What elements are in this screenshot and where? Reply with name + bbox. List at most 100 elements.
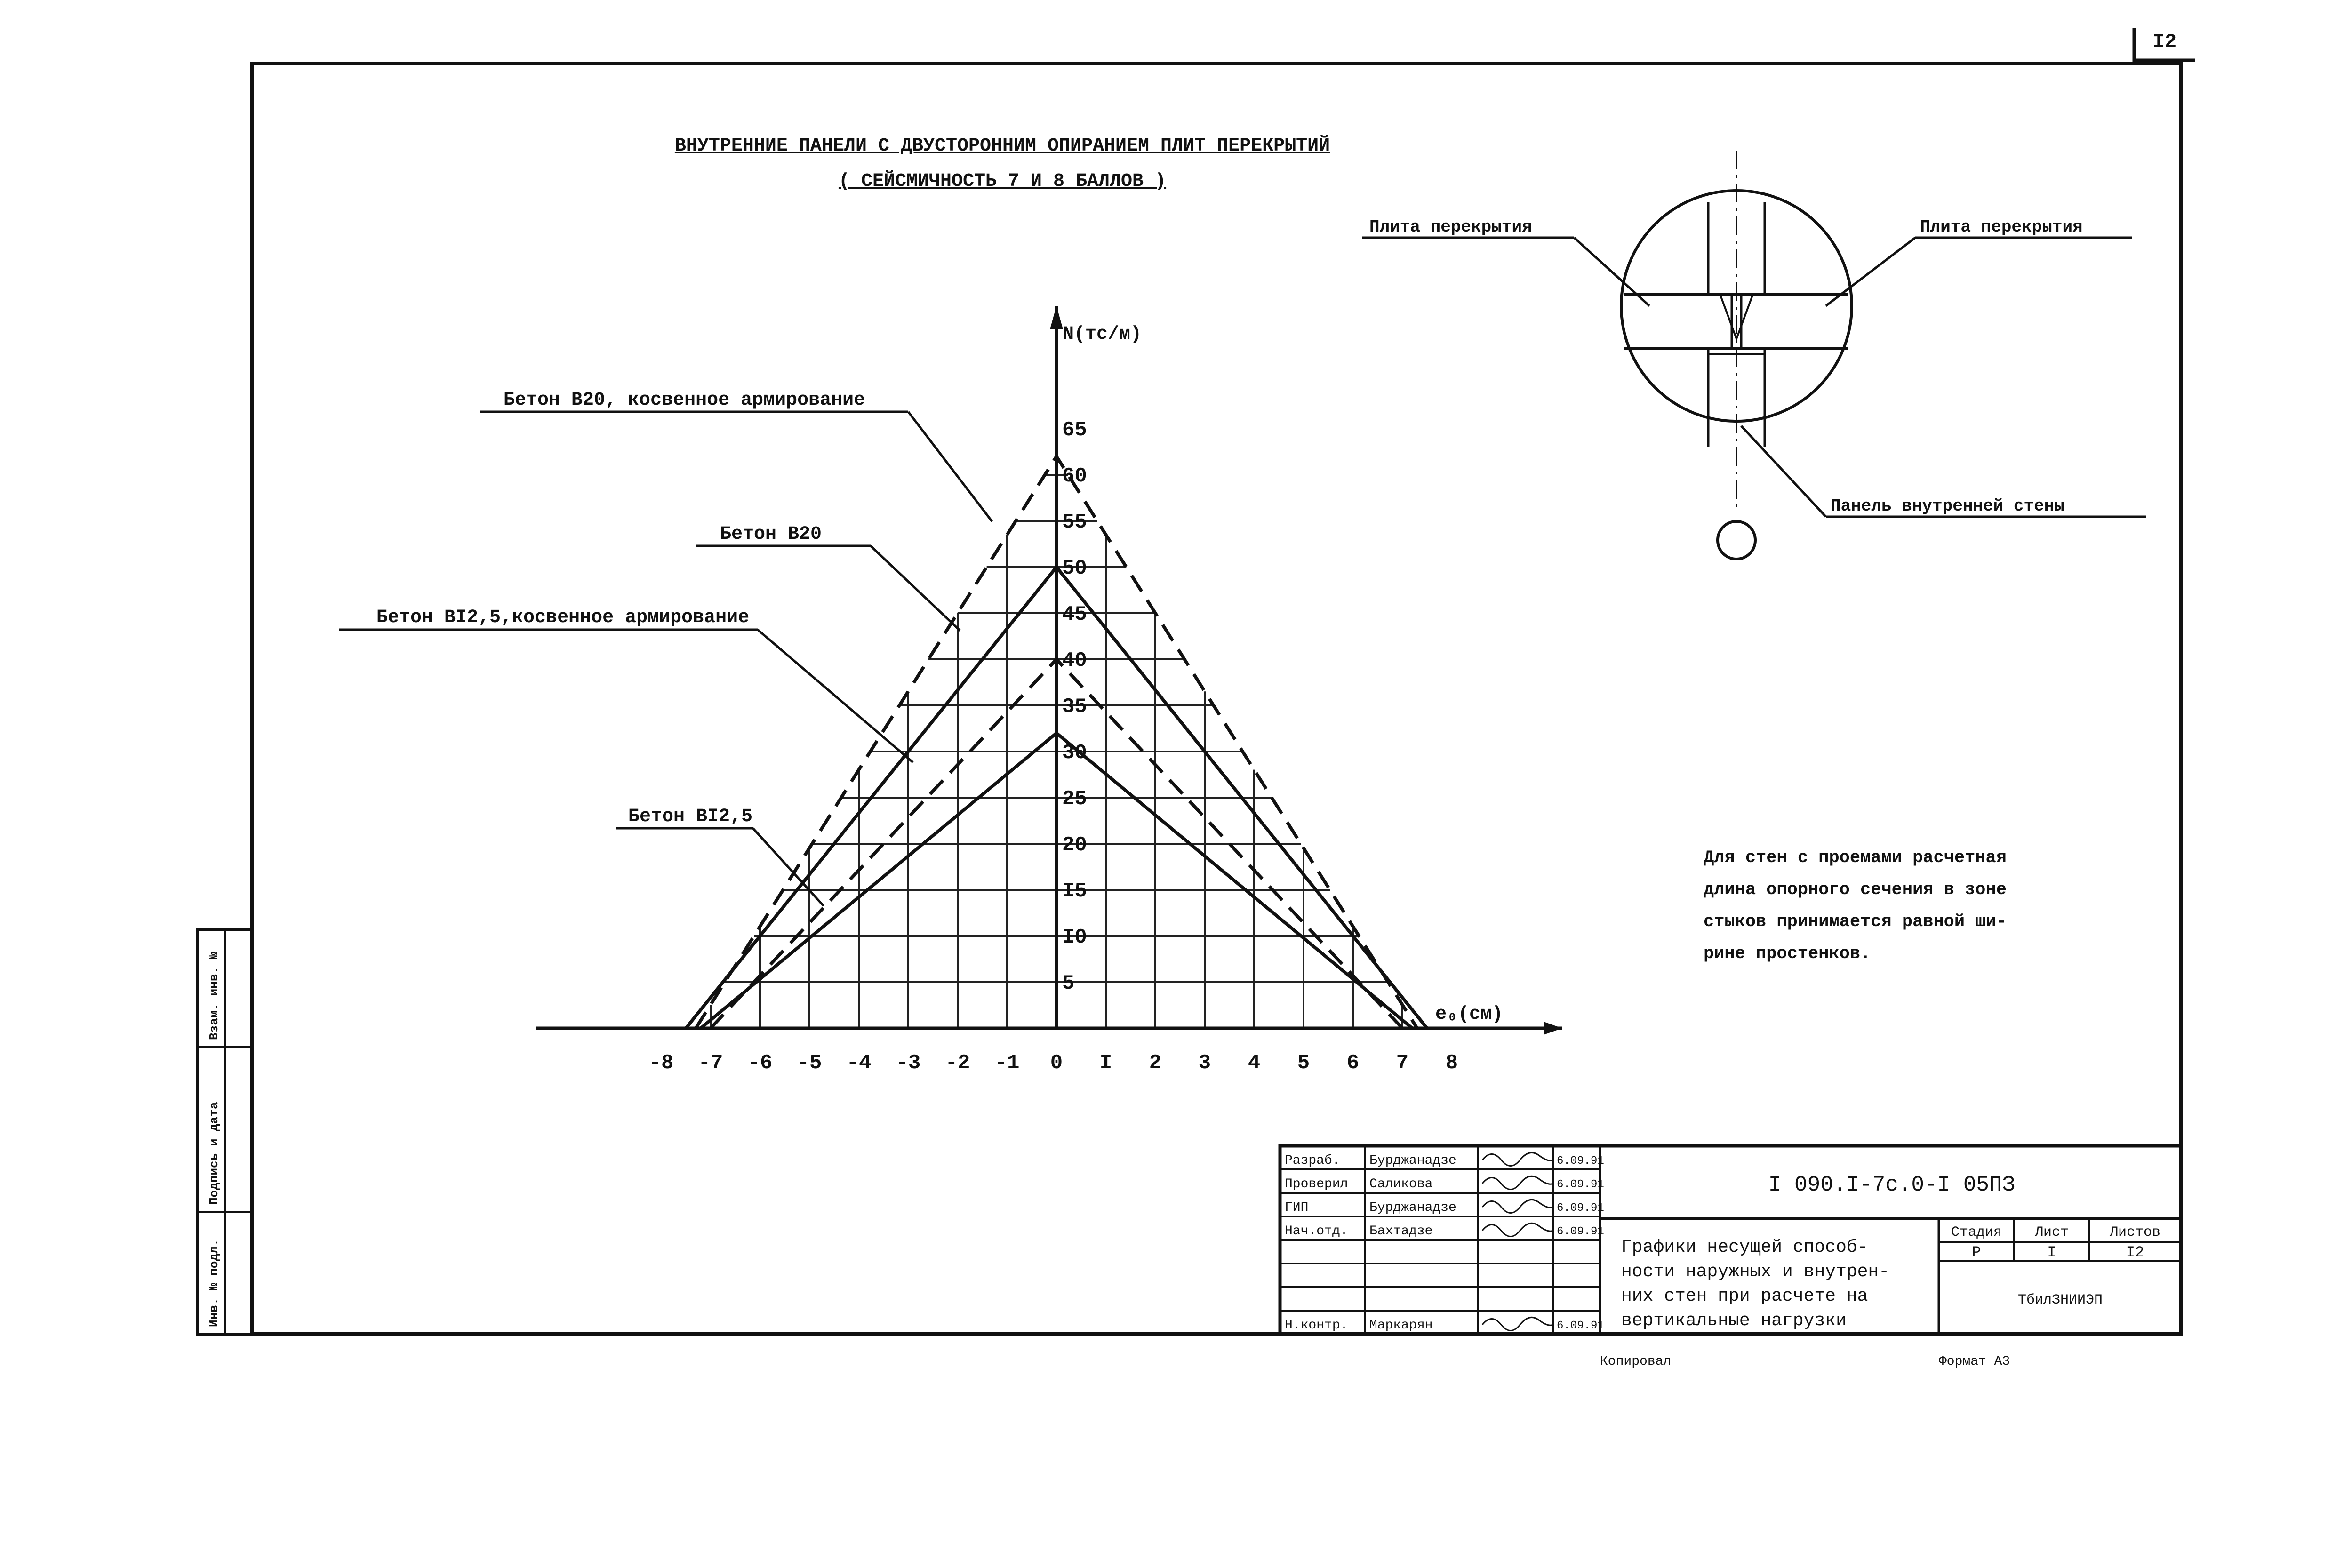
stamp-date: 6.09.91	[1557, 1320, 1604, 1332]
sidebar-strip: Инв. № подл. Подпись и дата Взам. инв. №	[196, 928, 253, 1336]
axis-marker	[1716, 520, 1757, 560]
x-tick-label: 4	[1248, 1051, 1260, 1075]
sheet-value: I	[2047, 1244, 2056, 1261]
x-axis-arrow	[1544, 1022, 1562, 1035]
note-line-2: длина опорного сечения в зоне	[1704, 880, 2007, 900]
page-number: I2	[2153, 31, 2176, 53]
note-line-4: рине простенков.	[1704, 944, 1871, 964]
joint-grout	[1719, 293, 1754, 342]
series-line-1	[684, 564, 1429, 1030]
y-axis-arrow	[1050, 306, 1063, 329]
joint-detail: Плита перекрытия Плита перекрытия Панель…	[1362, 151, 2146, 560]
legend-leader-b125-indirect	[757, 629, 914, 763]
y-tick-label: 25	[1062, 787, 1087, 811]
stamp-name: Маркарян	[1369, 1318, 1432, 1333]
x-tick-label: 0	[1050, 1051, 1063, 1075]
y-tick-label: I0	[1062, 926, 1087, 949]
stamp-role: Разраб.	[1285, 1153, 1340, 1168]
stamp-name: Саликова	[1369, 1177, 1432, 1192]
sheet-subtitle: ( СЕЙСМИЧНОСТЬ 7 И 8 БАЛЛОВ )	[839, 170, 1166, 192]
legend-label-b125-indirect: Бетон ВI2,5,косвенное армирование	[376, 607, 749, 628]
stamp-date: 6.09.91	[1557, 1225, 1604, 1238]
legend-label-b20: Бетон В20	[720, 524, 822, 545]
format-label: Формат А3	[1939, 1354, 2010, 1369]
label-wall-panel-leader	[1740, 425, 1827, 518]
x-tick-label: -3	[896, 1051, 921, 1075]
stamp-signature	[1481, 1316, 1553, 1331]
copied-label: Копировал	[1600, 1354, 1671, 1369]
stamp-signature	[1481, 1175, 1553, 1190]
y-tick-label: 50	[1062, 557, 1087, 580]
label-wall-panel: Панель внутренней стены	[1831, 496, 2064, 516]
x-tick-label: -5	[797, 1051, 822, 1075]
label-slab-left-leader	[1573, 237, 1650, 307]
chart-series	[684, 453, 1429, 1030]
x-tick-label: -6	[748, 1051, 773, 1075]
y-tick-label: I5	[1062, 880, 1087, 903]
stamp-date: 6.09.91	[1557, 1202, 1604, 1215]
x-tick-label: -1	[995, 1051, 1020, 1075]
organization: ТбилЗНИИЭП	[2018, 1292, 2103, 1308]
stage-header: Стадия	[1951, 1224, 2002, 1240]
y-axis-label: N(тс/м)	[1063, 324, 1142, 345]
y-tick-label: 30	[1062, 741, 1087, 765]
stamp-date: 6.09.91	[1557, 1155, 1604, 1168]
y-tick-label: 20	[1062, 833, 1087, 857]
series-line-3	[699, 731, 1414, 1030]
y-tick-label: 40	[1062, 649, 1087, 672]
stamp-signature	[1481, 1199, 1553, 1214]
sheet-title: ВНУТРЕННИЕ ПАНЕЛИ С ДВУСТОРОННИМ ОПИРАНИ…	[675, 135, 1330, 157]
stamp-role: Нач.отд.	[1285, 1224, 1348, 1239]
stamp-role: Н.контр.	[1285, 1318, 1348, 1333]
stage-value: Р	[1972, 1244, 1981, 1261]
x-tick-label: 5	[1297, 1051, 1310, 1075]
sheet-frame	[250, 62, 2183, 1336]
chart-legend: Бетон В20, косвенное армирование Бетон В…	[339, 390, 993, 907]
y-tick-label: 45	[1062, 603, 1087, 626]
x-tick-label: 8	[1446, 1051, 1458, 1075]
label-slab-right: Плита перекрытия	[1920, 217, 2083, 237]
y-tick-label: 35	[1062, 695, 1087, 719]
sheets-value: I2	[2126, 1244, 2144, 1261]
series-line-2	[709, 656, 1404, 1030]
x-tick-label: 2	[1149, 1051, 1161, 1075]
doc-title-line-2: ности наружных и внутрен-	[1621, 1262, 1889, 1282]
y-tick-label: 5	[1062, 972, 1074, 995]
stamp-name: Бахтадзе	[1369, 1224, 1432, 1239]
legend-label-b125: Бетон ВI2,5	[628, 806, 752, 827]
x-tick-label: I	[1100, 1051, 1112, 1075]
x-tick-label: 3	[1199, 1051, 1211, 1075]
label-slab-right-leader	[1825, 237, 1916, 307]
y-tick-label: 65	[1062, 418, 1087, 442]
x-tick-label: -2	[945, 1051, 970, 1075]
stamp-signature	[1481, 1222, 1553, 1237]
x-axis-label: e₀(см)	[1435, 1004, 1503, 1025]
label-slab-left: Плита перекрытия	[1369, 217, 1532, 237]
series-line-0	[694, 453, 1419, 1029]
x-tick-label: -4	[847, 1051, 872, 1075]
sidebar-label-inv: Инв. № подл.	[207, 1239, 221, 1327]
stamp-role: ГИП	[1285, 1200, 1308, 1215]
legend-leader-b20-indirect	[907, 411, 993, 522]
note-line-3: стыков принимается равной ши-	[1704, 912, 2007, 932]
legend-label-b20-indirect: Бетон В20, косвенное армирование	[504, 390, 865, 411]
y-tick-label: 55	[1062, 511, 1087, 534]
x-tick-label: -8	[649, 1051, 674, 1075]
note-block: Для стен с проемами расчетная длина опор…	[1704, 848, 2007, 964]
legend-leader-b125	[752, 827, 824, 907]
stamp-role: Проверил	[1285, 1177, 1348, 1192]
legend-leader-b20	[870, 545, 961, 632]
stamp-name: Бурджанадзе	[1369, 1153, 1456, 1168]
doc-title-line-4: вертикальные нагрузки	[1621, 1311, 1847, 1331]
stamp-name: Бурджанадзе	[1369, 1200, 1456, 1215]
sheets-header: Листов	[2109, 1224, 2160, 1240]
doc-title-line-1: Графики несущей способ-	[1621, 1237, 1868, 1257]
sidebar-label-sign: Подпись и дата	[207, 1102, 221, 1205]
x-tick-label: -7	[698, 1051, 723, 1075]
